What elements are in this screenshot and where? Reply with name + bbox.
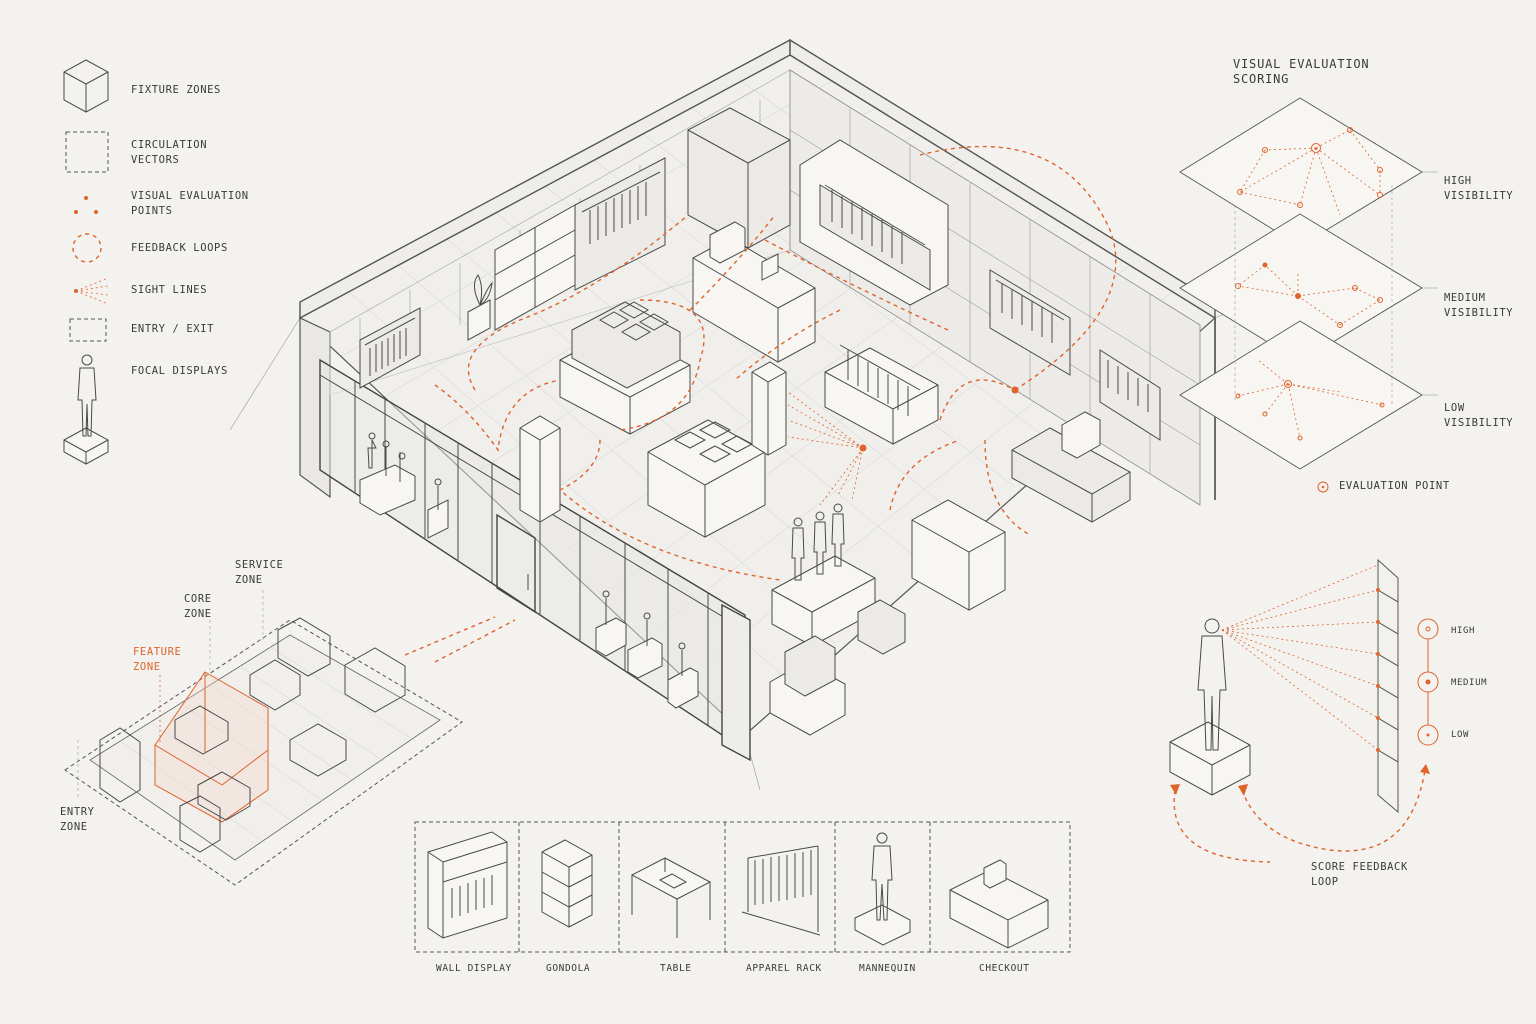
fixture-label-apparel-rack: APPAREL RACK (746, 963, 822, 974)
fixture-icon-mannequin (854, 832, 911, 946)
fixture-label-mannequin: MANNEQUIN (859, 963, 916, 974)
legend-label-sight-lines: SIGHT LINES (131, 284, 208, 296)
circulation-vectors (404, 145, 1117, 663)
zone-label-service: SERVICE ZONE (235, 559, 284, 586)
dashed-rectangle-icon (69, 318, 107, 342)
legend-label-circulation-vectors: CIRCULATION VECTORS (131, 139, 208, 166)
fixture-label-checkout: CHECKOUT (979, 963, 1030, 974)
checkout-counter (692, 221, 816, 363)
fitting-room (687, 107, 791, 249)
display-table-1 (559, 301, 691, 435)
wall-apparel-rack-back-right (799, 139, 949, 306)
window-display-right (595, 590, 699, 709)
scoring-title: VISUAL EVALUATION SCORING (1233, 57, 1370, 86)
back-wall-apparel-rack (574, 157, 666, 291)
evaluation-point-label: EVALUATION POINT (1339, 480, 1450, 492)
score-feedback-loop-label: SCORE FEEDBACK LOOP (1311, 861, 1408, 888)
fixture-strip (414, 821, 1071, 953)
scoring-stack (1179, 97, 1438, 493)
window-display-left (359, 432, 449, 539)
sight-lines-icon (74, 277, 109, 305)
display-case-right (1011, 411, 1131, 523)
orange-dots-icon (74, 196, 98, 214)
fixture-icon-checkout (949, 859, 1049, 949)
scoring-label-high: HIGH VISIBILITY (1444, 175, 1514, 202)
zone-label-feature: FEATURE ZONE (133, 646, 182, 673)
wall-apparel-rack-right-2 (1099, 349, 1161, 441)
service-counter-right (911, 499, 1006, 611)
entry-door (496, 513, 536, 614)
zone-label-entry: ENTRY ZONE (60, 806, 95, 833)
legend-label-feedback-loops: FEEDBACK LOOPS (131, 242, 228, 254)
mannequin-icon (63, 354, 109, 465)
sightline-diagram (1169, 558, 1439, 863)
sightline-label-high: HIGH (1451, 626, 1476, 636)
sightline-label-medium: MEDIUM (1451, 678, 1488, 688)
wall-apparel-rack-left (359, 307, 421, 389)
fixture-icon-wall-display (427, 831, 508, 939)
apparel-rack-island (824, 344, 939, 445)
fixture-icon-table (630, 857, 712, 938)
legend-label-focal-displays: FOCAL DISPLAYS (131, 365, 228, 377)
zone-diagram (64, 590, 463, 886)
scoring-label-medium: MEDIUM VISIBILITY (1444, 292, 1514, 319)
fixture-label-gondola: GONDOLA (546, 963, 591, 974)
gondola-tall-1 (519, 415, 561, 523)
display-table-2 (647, 419, 766, 538)
scoring-layer-high (1179, 97, 1423, 247)
scoring-layer-low (1179, 320, 1423, 470)
dashed-square-icon (65, 131, 109, 173)
evaluation-point-icon (1317, 481, 1329, 493)
fixture-icon-gondola (541, 839, 593, 928)
zone-label-core: CORE ZONE (184, 593, 212, 620)
legend-label-fixture-zones: FIXTURE ZONES (131, 84, 221, 96)
sight-lines-main (787, 391, 864, 506)
fixture-icon-apparel-rack (741, 845, 821, 936)
gondola-tall-2 (751, 361, 787, 456)
fixture-label-wall-display: WALL DISPLAY (436, 963, 512, 974)
glass-cube-front-2 (769, 635, 846, 736)
glass-cube-front-1 (857, 599, 906, 655)
scoring-label-low: LOW VISIBILITY (1444, 402, 1514, 429)
dashed-circle-icon (72, 233, 102, 263)
mannequin-platform (771, 503, 876, 647)
sightline-label-low: LOW (1451, 730, 1470, 740)
cube-icon (63, 59, 109, 113)
wall-apparel-rack-right-1 (989, 269, 1071, 376)
legend-label-visual-evaluation-points: VISUAL EVALUATION POINTS (131, 190, 249, 217)
fixture-label-table: TABLE (660, 963, 692, 974)
legend-label-entry-exit: ENTRY / EXIT (131, 323, 215, 335)
